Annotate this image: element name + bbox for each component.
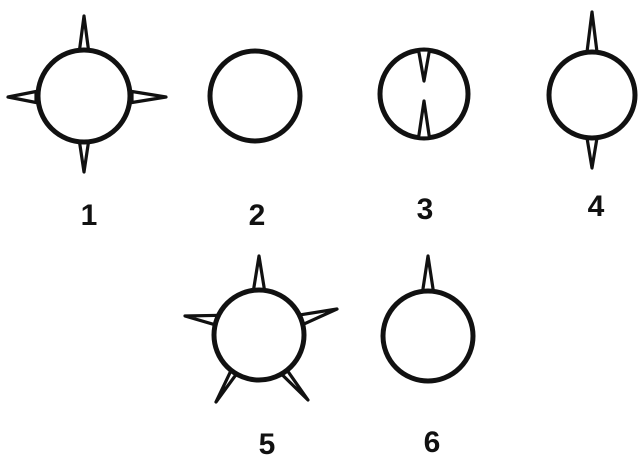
- figure-5-circle: [214, 290, 304, 380]
- figure-3-label: 3: [417, 193, 434, 226]
- figure-4: 4: [549, 12, 635, 223]
- figure-4-circle: [549, 52, 635, 138]
- figure-6-circle: [383, 291, 473, 381]
- figure-6-spike-top: [423, 256, 434, 292]
- figure-2: 2: [210, 51, 300, 232]
- figure-1-spike-top: [80, 16, 89, 50]
- figure-1-spike-left: [8, 92, 36, 103]
- figure-6: 6: [383, 256, 473, 456]
- figure-4-spike-top: [587, 12, 597, 52]
- figure-1-spike-right: [132, 92, 166, 103]
- figure-2-label: 2: [249, 199, 266, 232]
- figure-1-label: 1: [81, 199, 98, 232]
- figure-6-label: 6: [424, 426, 441, 456]
- figure-5-spike-top: [254, 256, 265, 290]
- figure-3: 3: [380, 50, 468, 226]
- figure-1: 1: [8, 16, 166, 232]
- figure-4-spike-bottom: [587, 138, 597, 168]
- figure-5-label: 5: [259, 428, 276, 456]
- figure-4-label: 4: [588, 190, 605, 223]
- figure-1-spike-bottom: [80, 142, 89, 172]
- figure-1-circle: [38, 50, 130, 142]
- figure-2-circle: [210, 51, 300, 141]
- figure-5: 5: [185, 256, 337, 456]
